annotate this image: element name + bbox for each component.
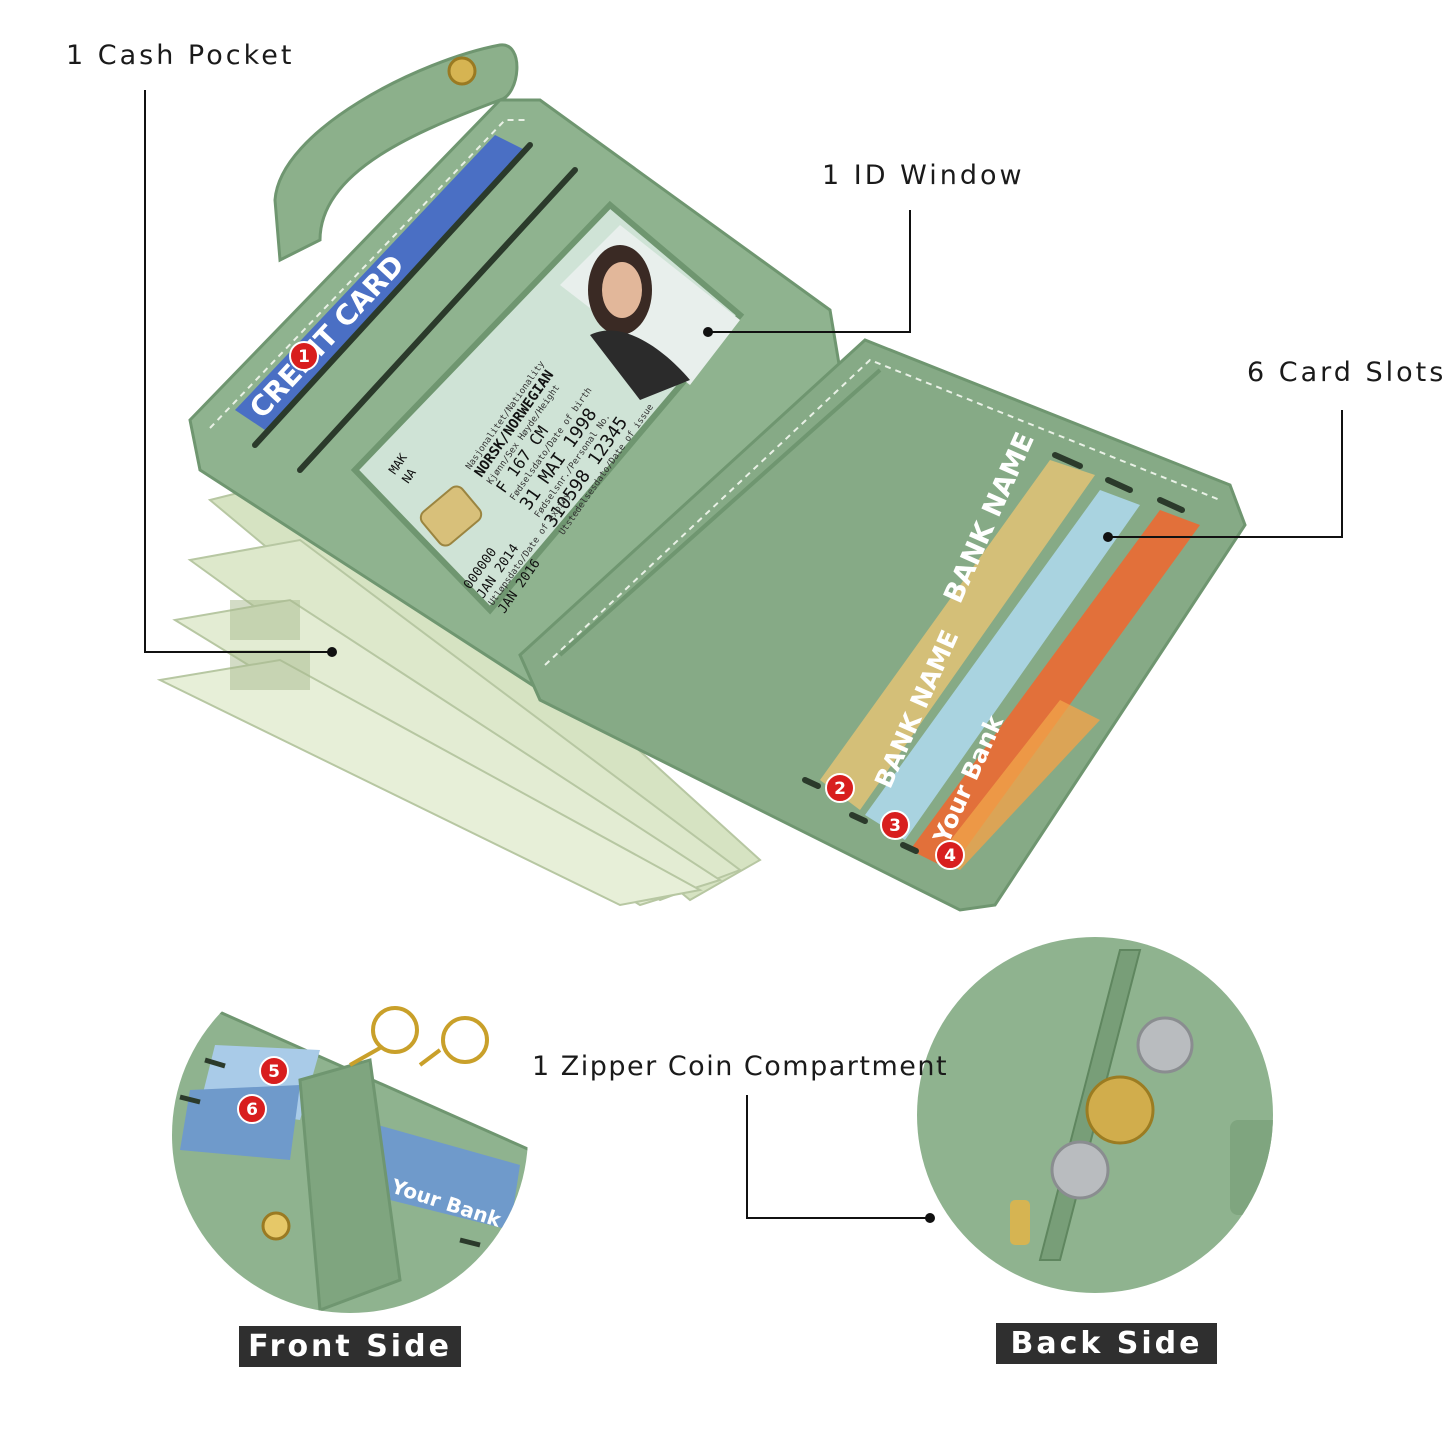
front-side-inset: Your Bank [172,957,528,1313]
id-chip-icon [419,485,483,547]
card-slots-label: 6 Card Slots [1247,357,1445,388]
bank-card-orange [910,510,1200,870]
slot-badge-1: 1 [289,341,319,371]
bank-card-blue [865,490,1140,840]
coin-icon [1136,1016,1194,1074]
id-window-label: 1 ID Window [822,160,1025,191]
id-window: Nasjonalitet/Nationality NORSK/NORWEGIAN… [350,200,745,616]
svg-text:5: 5 [268,1062,280,1082]
zipper-pull-icon [1010,1200,1030,1245]
svg-text:1: 1 [298,347,310,367]
svg-text:2: 2 [834,779,846,799]
coin-icon [1085,1075,1155,1145]
bank-card-gold [820,460,1095,810]
back-side-inset [917,937,1273,1293]
snap-strap [273,43,519,263]
cash-pocket-label: 1 Cash Pocket [66,40,295,71]
back-side-tag: Back Side [996,1323,1217,1364]
svg-text:6: 6 [246,1100,258,1120]
id-photo [560,225,740,400]
right-slot-lines [802,452,1185,854]
callout-lines [144,90,1343,1219]
snap-button-front-icon [261,1211,291,1241]
callout-dots [327,327,1113,1223]
svg-text:4: 4 [944,846,956,866]
slot-badge-3: 3 [880,810,910,840]
banknotes [156,468,762,907]
slot-badge-6: 6 [237,1094,267,1124]
keyring-icon [349,1006,489,1067]
snap-button-icon [447,56,477,86]
left-slots [252,142,578,473]
slot-badge-5: 5 [259,1056,289,1086]
coin-icon [1050,1140,1110,1200]
slot-badge-2: 2 [825,773,855,803]
svg-text:3: 3 [889,816,901,836]
front-side-tag: Front Side [239,1326,461,1367]
slot-badges: 1 2 3 4 5 6 [237,341,965,1124]
coin-compartment-label: 1 Zipper Coin Compartment [532,1051,949,1082]
slot-badge-4: 4 [935,840,965,870]
